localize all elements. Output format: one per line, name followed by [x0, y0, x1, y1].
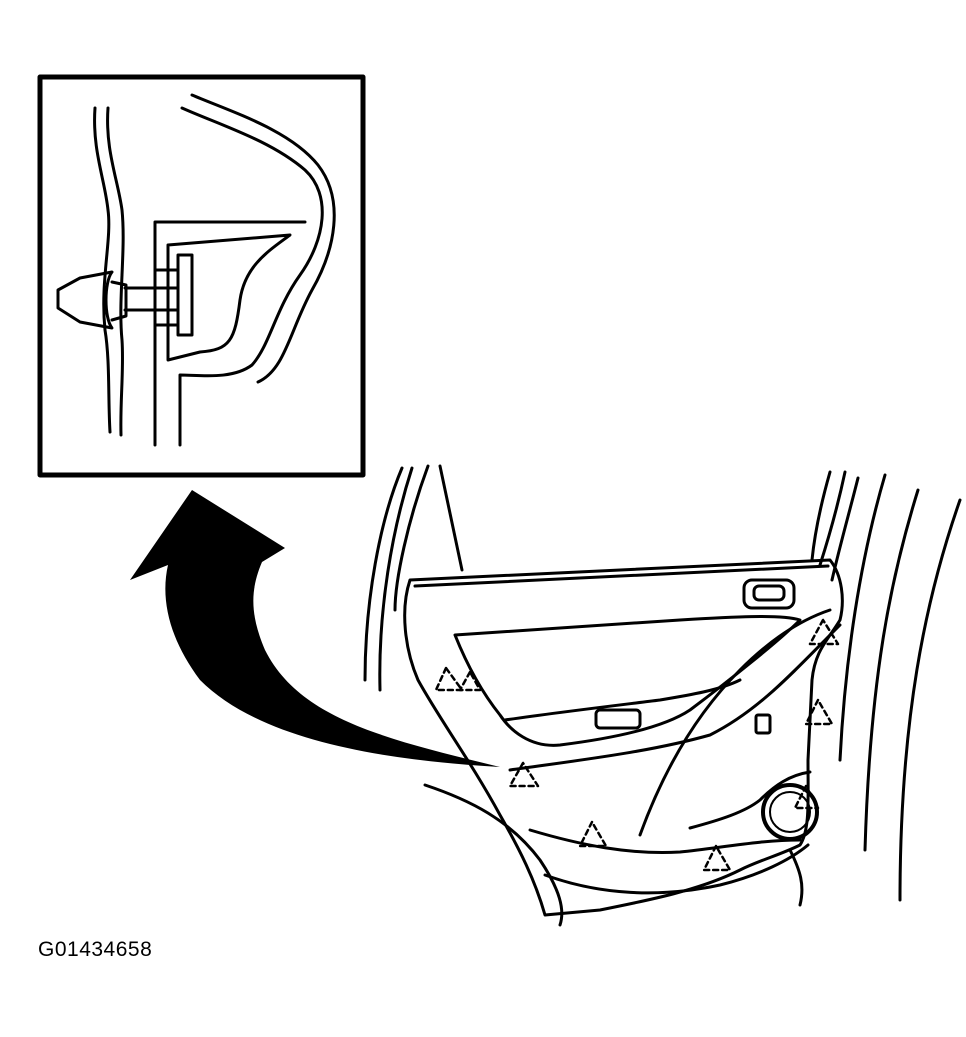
clip-callout-2 — [508, 761, 540, 788]
clip-head — [56, 270, 114, 330]
door-trim-panel — [403, 558, 844, 917]
inset-frame — [37, 74, 366, 478]
armrest-upper — [453, 615, 802, 747]
inside-door-handle-recess — [752, 584, 786, 602]
body-line-3 — [898, 498, 962, 902]
lower-sill-line — [423, 783, 564, 927]
map-pocket-edge — [638, 608, 832, 837]
inside-door-handle — [742, 578, 796, 610]
c-pillar-line-1 — [810, 470, 832, 562]
panel-outline — [403, 558, 844, 917]
clip-callouts — [434, 618, 840, 872]
b-pillar-line-4 — [438, 464, 464, 572]
clip-callout-7 — [793, 784, 820, 810]
b-pillar-line-3 — [393, 464, 430, 612]
c-pillar-line-2 — [818, 470, 847, 567]
speaker-surround — [688, 770, 812, 830]
body-line-1 — [838, 473, 887, 762]
armrest-lower — [508, 623, 842, 772]
detail-pointer-arrow — [130, 490, 500, 767]
b-pillar-line-1 — [363, 466, 404, 682]
speaker-grille-inner — [769, 791, 811, 833]
speaker-grille — [761, 783, 819, 841]
door-frame-inner-line — [106, 106, 125, 437]
c-pillar-line-3 — [830, 476, 860, 582]
clip-callout-1 — [434, 666, 464, 692]
clip-callout-3 — [578, 820, 608, 848]
clip-shoulder — [110, 280, 128, 322]
retainer-bracket — [153, 220, 307, 447]
b-pillar-line-2 — [378, 466, 414, 692]
clip-callout-5 — [808, 618, 840, 646]
detail-inset — [37, 74, 366, 478]
lower-panel-edge — [528, 828, 802, 854]
trim-panel-inner — [190, 93, 336, 384]
window-switch — [594, 708, 642, 730]
clip-callout-6 — [804, 698, 834, 726]
trim-panel-outer — [178, 106, 324, 447]
panel-top-trim — [413, 564, 830, 588]
clip-callout-4 — [702, 844, 732, 872]
door-lock-button — [754, 713, 772, 735]
lower-panel-bottom — [543, 843, 810, 895]
armrest-pocket — [503, 678, 742, 722]
clip-callout-8 — [458, 670, 482, 692]
retainer-base — [176, 253, 194, 337]
body-line-2 — [863, 488, 920, 852]
figure-reference-code: G01434658 — [38, 938, 153, 961]
door-frame — [363, 464, 962, 927]
door-frame-outer-line — [93, 106, 112, 434]
